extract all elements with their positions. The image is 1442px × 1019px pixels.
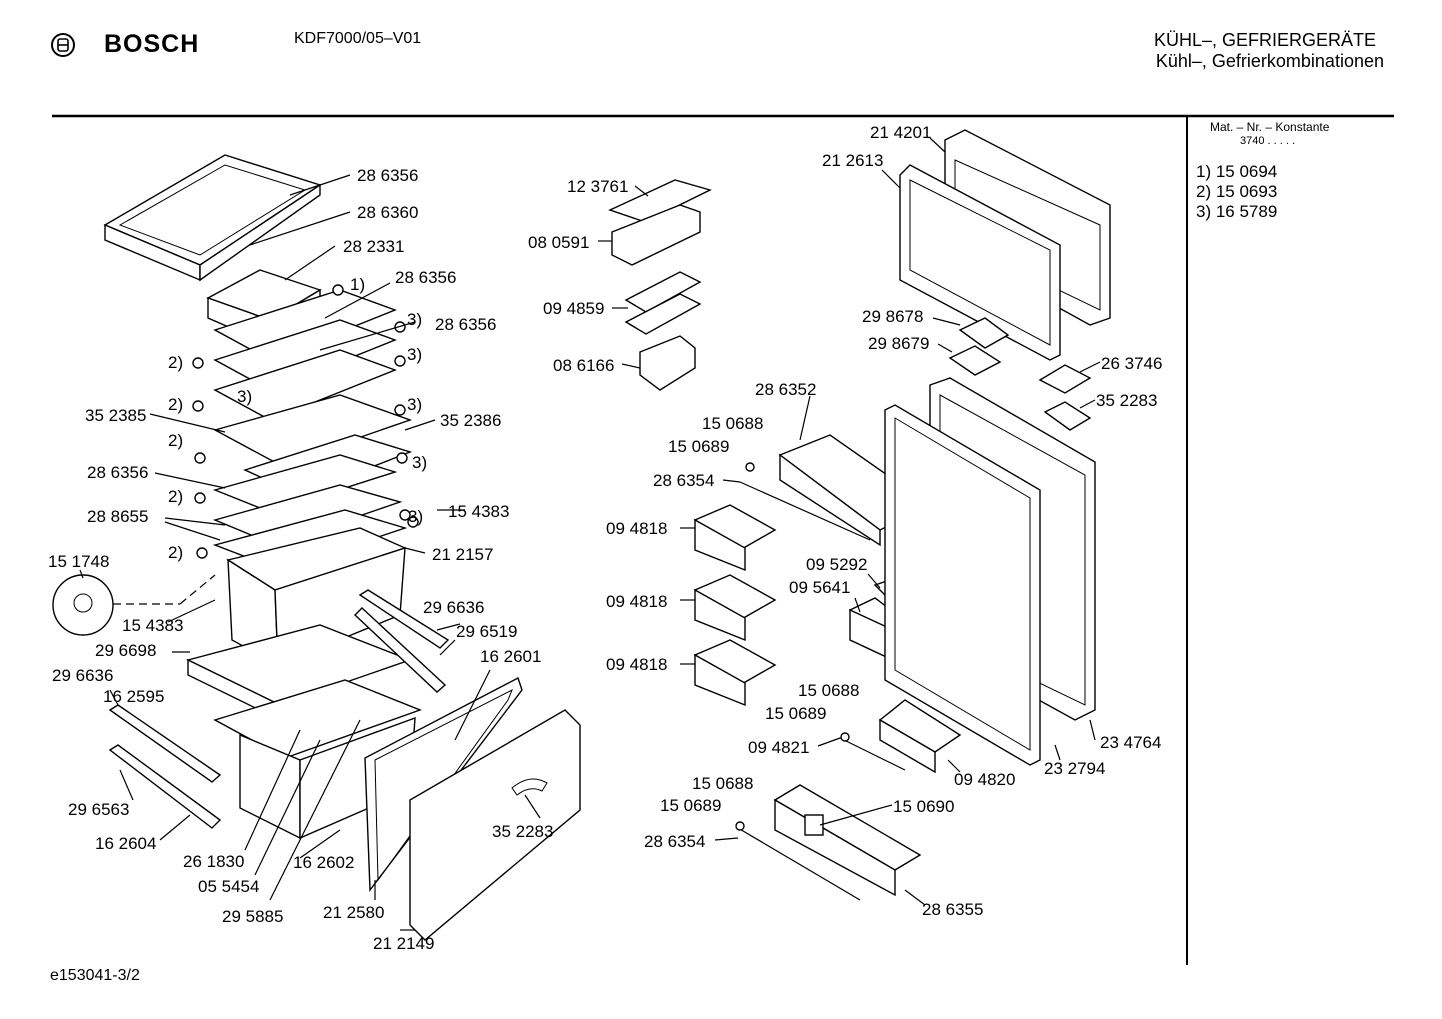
part-label: 09 4859 xyxy=(543,299,604,318)
part-label: 28 6354 xyxy=(644,832,705,851)
part-label: 21 2157 xyxy=(432,545,493,564)
part-label: 3) xyxy=(407,395,422,414)
material-constant: 3740 . . . . . xyxy=(1240,135,1296,147)
part-label: 09 4818 xyxy=(606,655,667,674)
part-label: 28 6352 xyxy=(755,380,816,399)
part-label: 28 6355 xyxy=(922,900,983,919)
part-label: 3) xyxy=(412,453,427,472)
part-label: 15 0688 xyxy=(692,774,753,793)
part-label: 2) xyxy=(168,353,183,372)
part-label: 16 2602 xyxy=(293,853,354,872)
part-label: 23 2794 xyxy=(1044,759,1105,778)
part-label: 15 0689 xyxy=(668,437,729,456)
part-label: 3) xyxy=(407,345,422,364)
part-label: 15 1748 xyxy=(48,552,109,571)
part-label: 09 5292 xyxy=(806,555,867,574)
category-subtitle: Kühl–, Gefrierkombinationen xyxy=(1155,51,1384,71)
part-label: 15 4383 xyxy=(448,502,509,521)
part-label: 15 4383 xyxy=(122,616,183,635)
door-shelf-group xyxy=(693,129,1111,901)
part-label: 28 6356 xyxy=(435,315,496,334)
part-label: 21 2613 xyxy=(822,151,883,170)
part-label: 1) xyxy=(350,275,365,294)
part-label: 28 6356 xyxy=(87,463,148,482)
part-label: 35 2386 xyxy=(440,411,501,430)
part-label: 05 5454 xyxy=(198,877,259,896)
ice-tray-group xyxy=(608,179,712,391)
footnote-1: 1) 15 0694 xyxy=(1196,162,1278,181)
part-label: 28 6356 xyxy=(395,268,456,287)
leader-lines xyxy=(79,137,1101,931)
material-number-heading: Mat. – Nr. – Konstante xyxy=(1210,120,1330,134)
part-label: 12 3761 xyxy=(567,177,628,196)
part-label: 15 0688 xyxy=(798,681,859,700)
part-label: 29 8679 xyxy=(868,334,929,353)
part-label: 28 6354 xyxy=(653,471,714,490)
part-label: 09 4818 xyxy=(606,519,667,538)
part-label: 28 6360 xyxy=(357,203,418,222)
part-label: 15 0689 xyxy=(765,704,826,723)
category-title: KÜHL–, GEFRIERGERÄTE xyxy=(1153,30,1376,50)
part-label: 23 4764 xyxy=(1100,733,1161,752)
part-label: 29 6636 xyxy=(423,598,484,617)
footnote-3: 3) 16 5789 xyxy=(1196,202,1278,221)
part-label: 28 2331 xyxy=(343,237,404,256)
part-label: 16 2604 xyxy=(95,834,156,853)
brand-name: BOSCH xyxy=(104,30,200,58)
part-label: 09 4818 xyxy=(606,592,667,611)
part-label: 35 2385 xyxy=(85,406,146,425)
part-labels: 28 6356 28 6360 28 2331 1) 28 6356 3) 28 6356 3… xyxy=(48,123,1162,953)
model-number: KDF7000/05–V01 xyxy=(294,30,422,47)
part-label: 35 2283 xyxy=(1096,391,1157,410)
part-label: 21 4201 xyxy=(870,123,931,142)
part-label: 2) xyxy=(168,395,183,414)
part-label: 3) xyxy=(237,387,252,406)
part-label: 2) xyxy=(168,543,183,562)
part-label: 21 2149 xyxy=(373,934,434,953)
part-label: 09 4821 xyxy=(748,738,809,757)
part-label: 35 2283 xyxy=(492,822,553,841)
part-label: 29 5885 xyxy=(222,907,283,926)
part-label: 29 6636 xyxy=(52,666,113,685)
footnote-2: 2) 15 0693 xyxy=(1196,182,1278,201)
part-label: 2) xyxy=(168,487,183,506)
part-label: 29 6698 xyxy=(95,641,156,660)
part-label: 15 0689 xyxy=(660,796,721,815)
drawing-id: e153041-3/2 xyxy=(50,967,140,984)
part-label: 29 6563 xyxy=(68,800,129,819)
part-label: 21 2580 xyxy=(323,903,384,922)
part-label: 09 4820 xyxy=(954,770,1015,789)
part-label: 3) xyxy=(407,310,422,329)
part-label: 15 0688 xyxy=(702,414,763,433)
part-label: 29 6519 xyxy=(456,622,517,641)
shelf-crisper-group xyxy=(52,154,581,941)
part-label: 08 6166 xyxy=(553,356,614,375)
part-label: 28 8655 xyxy=(87,507,148,526)
part-label: 16 2601 xyxy=(480,647,541,666)
part-label: 16 2595 xyxy=(103,687,164,706)
part-label: 26 1830 xyxy=(183,852,244,871)
part-label: 15 0690 xyxy=(893,797,954,816)
part-label: 29 8678 xyxy=(862,307,923,326)
part-label: 26 3746 xyxy=(1101,354,1162,373)
part-label: 3) xyxy=(408,507,423,526)
bosch-logo-icon xyxy=(51,33,75,57)
part-label: 09 5641 xyxy=(789,578,850,597)
part-label: 28 6356 xyxy=(357,166,418,185)
part-label: 08 0591 xyxy=(528,233,589,252)
part-label: 2) xyxy=(168,431,183,450)
